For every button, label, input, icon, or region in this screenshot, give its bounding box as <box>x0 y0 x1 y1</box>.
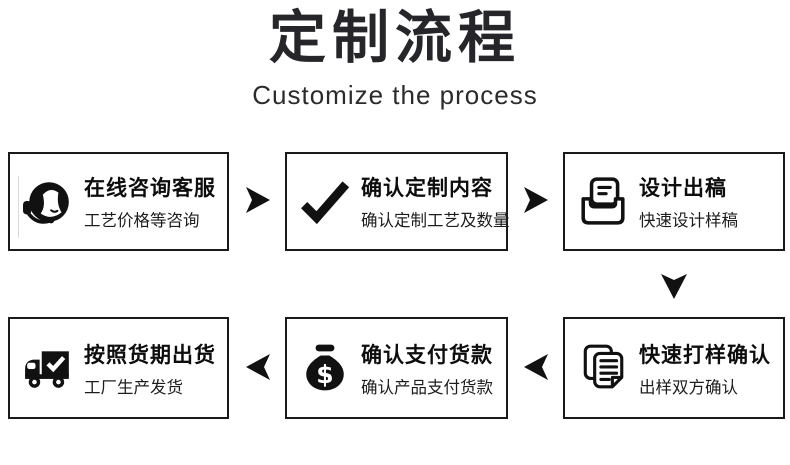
arrow-down-icon <box>659 271 689 301</box>
step-box-confirm-content: 确认定制内容 确认定制工艺及数量 <box>285 152 510 251</box>
step-title: 确认支付货款 <box>361 343 493 367</box>
step-box-ship-on-time: 按照货期出货 工厂生产发货 <box>8 317 229 419</box>
page-title: 定制流程 <box>269 6 521 70</box>
dollar-symbol: $ <box>316 360 333 389</box>
step-title: 在线咨询客服 <box>84 177 216 200</box>
decorative-line <box>18 176 19 238</box>
step-box-design-draft: 设计出稿 快速设计样稿 <box>563 152 785 251</box>
step-subtitle: 确认产品支付货款 <box>361 378 493 397</box>
arrow-right-icon <box>521 185 551 215</box>
step-subtitle: 确认定制工艺及数量 <box>361 212 510 230</box>
step-box-online-consult: 在线咨询客服 工艺价格等咨询 <box>8 152 229 251</box>
inbox-document-icon <box>578 176 628 227</box>
arrow-left-icon <box>243 352 273 382</box>
stacked-documents-icon <box>578 343 628 393</box>
money-bag-icon: $ <box>300 343 350 393</box>
step-subtitle: 工厂生产发货 <box>84 378 183 397</box>
step-title: 确认定制内容 <box>361 177 493 200</box>
step-box-confirm-payment: $ 确认支付货款 确认产品支付货款 <box>285 317 508 419</box>
step-subtitle: 出样双方确认 <box>639 378 738 397</box>
delivery-truck-icon <box>23 343 73 393</box>
headset-agent-icon <box>23 177 73 227</box>
step-box-sample-confirm: 快速打样确认 出样双方确认 <box>563 317 785 419</box>
step-title: 按照货期出货 <box>84 343 216 367</box>
step-subtitle: 工艺价格等咨询 <box>84 212 200 230</box>
checkmark-icon <box>300 177 350 227</box>
step-subtitle: 快速设计样稿 <box>639 212 738 230</box>
page-subtitle: Customize the process <box>252 80 538 110</box>
step-title: 快速打样确认 <box>639 343 771 367</box>
arrow-right-icon <box>243 185 273 215</box>
step-title: 设计出稿 <box>639 177 727 200</box>
arrow-left-icon <box>521 352 551 382</box>
